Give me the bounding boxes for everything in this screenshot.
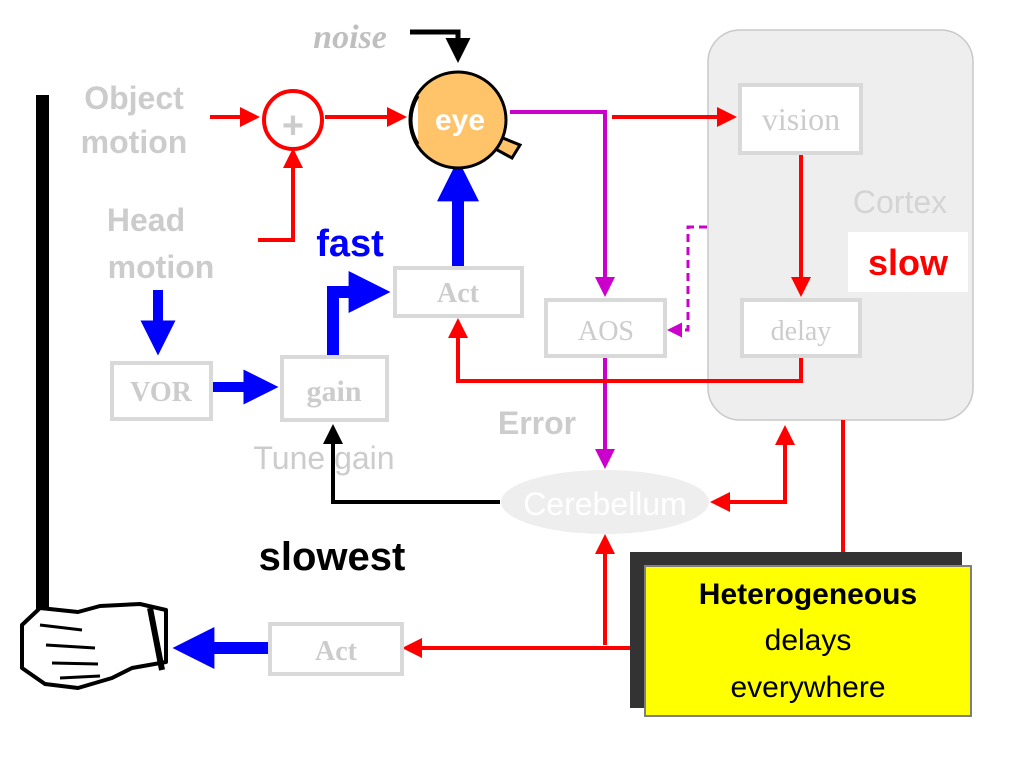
act-bottom-label: Act — [315, 636, 358, 667]
feedback-to-sum-arrow — [258, 148, 303, 242]
callout-line1: Heterogeneous — [699, 578, 917, 611]
object-motion-label-2: motion — [81, 124, 188, 160]
eye-to-aos-arrow — [510, 110, 615, 297]
aos-label: AOS — [578, 316, 634, 347]
error-label: Error — [498, 405, 576, 441]
noise-label: noise — [313, 19, 387, 56]
cerebellum-node — [501, 470, 709, 534]
head-motion-label-1: Head — [107, 202, 185, 238]
delay-label: delay — [771, 316, 832, 347]
sum-plus-label: + — [282, 105, 304, 147]
slow-label: slow — [868, 242, 949, 283]
cerebellum-label: Cerebellum — [523, 486, 687, 522]
pole — [36, 95, 49, 620]
vor-label: VOR — [130, 377, 192, 408]
delay-box — [740, 298, 862, 358]
callout-line3: everywhere — [730, 671, 885, 704]
slowest-label: slowest — [259, 535, 406, 579]
vor-box — [110, 361, 213, 421]
callout-line2: delays — [765, 624, 852, 657]
fast-label: fast — [316, 223, 384, 265]
callout-box — [644, 565, 972, 717]
hand-icon — [20, 602, 168, 690]
vision-label: vision — [762, 101, 840, 137]
gain-to-act-arrow — [327, 271, 391, 355]
vision-box — [738, 83, 863, 155]
aos-box — [544, 298, 667, 358]
sum-junction — [262, 89, 324, 151]
cerebellum-to-cortex-arrow — [740, 425, 795, 504]
cortex-to-aos-dashed-arrow — [667, 225, 707, 338]
act-top-box — [393, 266, 524, 318]
slow-label-bg — [848, 232, 968, 292]
act-top-label: Act — [437, 278, 480, 309]
tune-gain-arrow — [323, 424, 500, 504]
head-motion-label-2: motion — [108, 249, 215, 285]
act-bottom-box — [268, 622, 404, 676]
delay-to-act-arrow — [448, 318, 803, 383]
eye-icon — [408, 70, 523, 170]
object-motion-label-1: Object — [84, 80, 184, 116]
tune-gain-label: Tune gain — [253, 440, 394, 476]
eye-label: eye — [435, 104, 485, 137]
gain-label: gain — [306, 375, 361, 408]
cortex-label: Cortex — [853, 184, 947, 220]
gain-box — [280, 355, 389, 422]
noise-arrow — [410, 29, 471, 63]
